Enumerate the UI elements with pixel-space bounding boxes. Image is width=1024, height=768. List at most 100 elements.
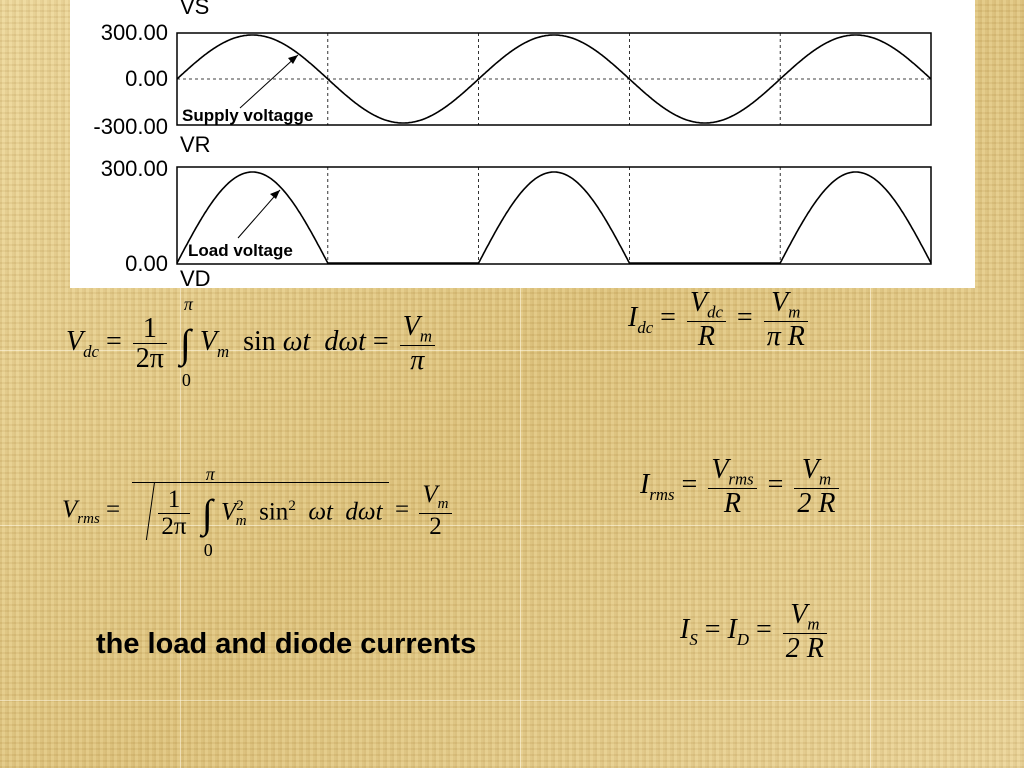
is-eq-2: = [755,614,772,646]
vr-annotation-arrowhead [270,190,280,199]
irms-f1-num: V [711,454,729,485]
is-mid-sub: D [736,629,749,649]
caption: the load and diode currents [96,628,477,660]
vr-annotation-arrow [237,189,281,239]
vs-title: VS [180,0,209,19]
idc-lhs-sub: dc [637,317,654,337]
vs-series-line [176,34,932,124]
vdc-body: V [199,326,217,358]
vs-annotation-arrowhead [288,55,298,64]
is-lhs: I [680,614,690,646]
vdc-d: d [324,326,339,358]
vrms-eq: = [106,495,121,523]
waveform-svg: VS 300.00 0.00 -300.00 Supply voltagge V… [93,0,932,288]
vdc-sin: sin [243,326,276,358]
vdc-domega-t: ωt [338,326,366,358]
irms-f1-num-sub: rms [728,469,754,489]
vrms-d: d [345,498,358,526]
is-eq: = [704,614,721,646]
idc-lhs: I [628,302,638,334]
idc-f1-num-sub: dc [707,302,723,322]
vr-annotation: Load voltage [188,241,293,260]
vrms-body-sup: 2 [236,498,244,515]
vr-title: VR [180,132,211,157]
irms-f2-num: V [801,454,819,485]
idc-f1-den: R [697,321,715,353]
vrms-rhs-num-sub: m [437,496,449,513]
vdc-rhs-den: π [410,345,425,377]
vr-plot-frame [176,166,932,265]
is-lhs-sub: S [689,629,698,649]
vdc-rhs-num: V [402,311,420,342]
vdc-coef-num: 1 [132,314,167,345]
vdc-rhs-num-sub: m [419,326,432,346]
vr-series-line [176,171,932,264]
vrms-int-upper: π [205,464,215,485]
vs-tick-mid: 0.00 [125,66,168,91]
vdc-int-lower: 0 [181,370,191,391]
vr-tick-top: 300.00 [101,156,168,181]
vrms-domega-t: ωt [357,498,383,526]
is-num-sub: m [807,614,820,634]
background-line [0,700,1024,701]
is-num: V [790,599,808,630]
waveform-plot-panel: VS 300.00 0.00 -300.00 Supply voltagge V… [70,0,975,288]
vdc-coef-den: 2π [135,343,164,375]
idc-f1-num: V [689,287,708,318]
irms-f1-den: R [723,488,742,520]
irms-lhs: I [640,469,650,501]
vrms-body-sub: m [235,513,247,530]
background-line [0,525,1024,526]
is-den: 2 R [785,633,824,665]
vrms-coef-den: 2π [161,513,187,541]
background-line [180,0,181,768]
vrms-body: V [221,498,237,526]
idc-eq: = [660,302,676,334]
vr-tick-bottom: 0.00 [125,251,168,276]
is-mid: I [727,614,737,646]
vs-tick-top: 300.00 [101,20,168,45]
vdc-lhs-sub: dc [83,341,99,361]
vrms-sin-sup: 2 [288,498,296,515]
vrms-lhs: V [62,495,78,523]
idc-f2-den: π R [766,321,805,353]
vrms-int-lower: 0 [203,540,213,561]
irms-lhs-sub: rms [649,484,675,504]
vrms-omega-t: ωt [308,498,333,526]
vdc-omega-t: ωt [282,326,311,358]
irms-f2-num-sub: m [818,469,832,489]
vs-annotation-arrow [239,54,299,109]
vdc-body-sub: m [216,341,230,361]
idc-eq-2: = [736,302,753,334]
background-line [0,350,1024,351]
vrms-sin: sin [259,498,289,526]
vdc-lhs: V [66,326,84,358]
vdc-int-upper: π [183,294,193,315]
irms-eq: = [681,469,698,501]
vrms-lhs-sub: rms [77,510,100,527]
vs-annotation: Supply voltagge [182,106,313,125]
vr-grid [327,167,781,264]
vrms-coef-num: 1 [158,486,190,515]
vrms-eq-2: = [395,495,410,523]
background-line [520,0,521,768]
background-line [870,0,871,768]
vrms-rhs-den: 2 [429,513,442,540]
irms-f2-den: 2 R [797,488,836,520]
